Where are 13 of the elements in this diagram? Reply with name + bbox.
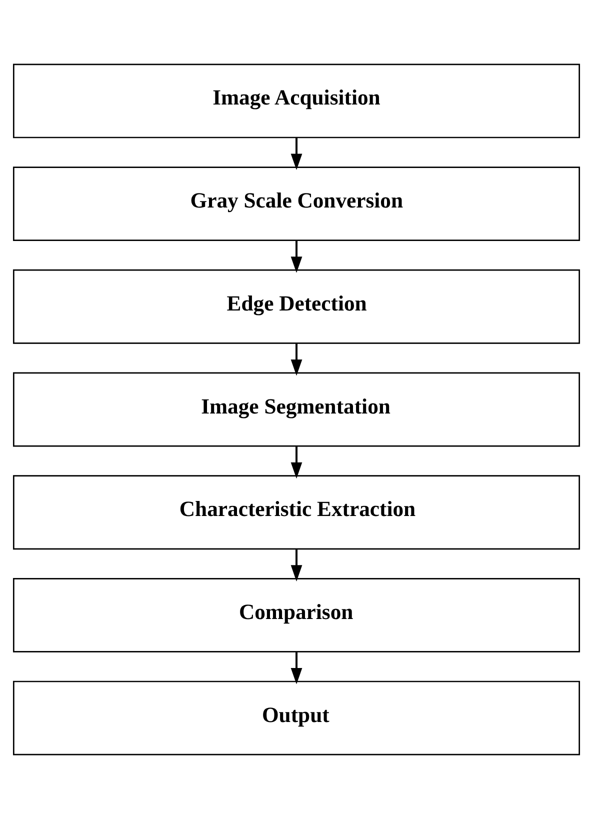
arrow <box>290 137 302 170</box>
arrow <box>290 548 302 581</box>
node-box: Image Acquisition <box>12 63 580 138</box>
node-box: Comparison <box>12 577 580 652</box>
arrow <box>290 446 302 478</box>
arrow <box>290 240 302 272</box>
arrow <box>290 343 302 376</box>
node-box: Gray Scale Conversion <box>12 166 580 241</box>
node-box: Characteristic Extraction <box>12 474 580 550</box>
arrow <box>290 652 302 684</box>
node-box: Output <box>12 680 580 755</box>
node-box: Edge Detection <box>12 268 580 344</box>
node-box: Image Segmentation <box>12 372 580 446</box>
